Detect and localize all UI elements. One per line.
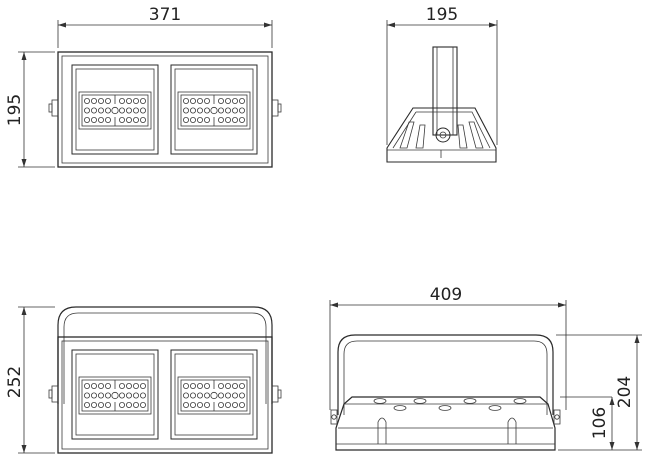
side-view [386, 46, 497, 163]
bracket-front-view [48, 306, 282, 454]
dimension-front-height: 195 [5, 51, 55, 168]
dimension-bottom-height: 204 [556, 334, 642, 451]
side-width-label: 195 [426, 5, 458, 25]
front-width-label: 371 [149, 5, 181, 25]
bottom-height-label: 204 [615, 376, 635, 408]
dimension-bottom-width: 409 [329, 285, 567, 410]
bottom-inner-height-label: 106 [590, 407, 610, 439]
dimension-side-width: 195 [386, 5, 498, 145]
dimension-bracket-height: 252 [5, 306, 55, 454]
dimension-bottom-inner-height: 106 [560, 396, 615, 450]
bracket-height-label: 252 [5, 366, 25, 398]
bottom-side-view [330, 334, 561, 451]
front-height-label: 195 [5, 94, 25, 126]
bottom-width-label: 409 [430, 285, 462, 305]
front-view [48, 51, 282, 168]
dimension-front-width: 371 [57, 5, 273, 48]
